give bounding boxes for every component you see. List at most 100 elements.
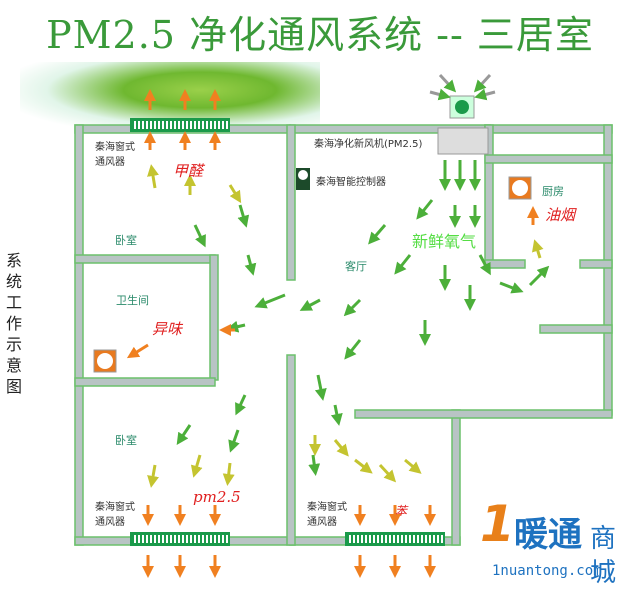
vent-slat — [198, 535, 200, 543]
vent-slat — [373, 535, 375, 543]
wall — [484, 124, 613, 134]
pollutant-oil-smoke: 油烟 — [545, 206, 576, 224]
vent-slat — [226, 535, 228, 543]
vent-slat — [393, 535, 395, 543]
vent-slat — [222, 535, 224, 543]
vent-slat — [150, 535, 152, 543]
vent-slat — [178, 535, 180, 543]
pollutant-benzene: 苯 — [395, 504, 408, 518]
vent-slat — [377, 535, 379, 543]
airflow-arrow — [333, 439, 349, 457]
wall — [484, 259, 526, 269]
vent-slat — [417, 535, 419, 543]
wall — [74, 377, 216, 387]
airflow-arrow — [235, 394, 247, 416]
airflow-arrow — [222, 462, 235, 486]
room-label-bedroom1: 卧室 — [115, 234, 137, 247]
vent-slat — [142, 121, 144, 129]
wall — [74, 124, 84, 546]
vent-slat — [166, 121, 168, 129]
airflow-arrow — [314, 374, 327, 401]
vent-slat — [190, 535, 192, 543]
window-vent-bl-label: 秦海窗式 通风器 — [95, 502, 135, 528]
airflow-arrow — [226, 320, 246, 333]
vent-slat — [190, 121, 192, 129]
vent-slat — [429, 535, 431, 543]
fresh-air-label: 新鲜氧气 — [412, 232, 477, 251]
vent-slat — [421, 535, 423, 543]
airflow-arrow — [532, 239, 544, 259]
airflow-arrow — [394, 254, 412, 275]
airflow-arrow — [228, 184, 242, 204]
vent-slat — [441, 535, 443, 543]
logo-name: 暖通 — [514, 515, 582, 555]
airflow-arrow — [308, 454, 321, 476]
page-title: PM2.5 净化通风系统 -- 三居室 — [46, 13, 594, 57]
airflow-arrow — [416, 199, 434, 220]
vent-slat — [222, 121, 224, 129]
vent-slat — [138, 535, 140, 543]
wall — [484, 154, 613, 164]
fresh-air-filter — [437, 127, 489, 155]
vent-slat — [206, 535, 208, 543]
fan-circle — [512, 180, 528, 196]
vent-slat — [178, 121, 180, 129]
airflow-arrow — [474, 88, 496, 101]
vent-slat — [146, 535, 148, 543]
vent-slat — [150, 121, 152, 129]
vent-slat — [206, 121, 208, 129]
airflow-arrow — [147, 464, 159, 488]
room-label-living: 客厅 — [345, 260, 367, 273]
airflow-arrow — [228, 429, 240, 453]
vent-slat — [134, 535, 136, 543]
airflow-arrow — [343, 298, 362, 317]
fan-icon — [455, 100, 469, 114]
vent-slat — [186, 121, 188, 129]
vent-slat — [162, 121, 164, 129]
airflow-arrow — [478, 254, 491, 276]
vent-slat — [202, 535, 204, 543]
vent-slat — [170, 121, 172, 129]
vent-slat — [146, 121, 148, 129]
window-vent-bm-label: 秦海窗式 通风器 — [307, 502, 347, 528]
room-label-kitchen: 厨房 — [542, 185, 564, 198]
fresh-air-unit-label: 秦海净化新风机(PM2.5) — [314, 139, 423, 150]
airflow-arrow — [354, 458, 373, 474]
side-label: 系统工作示意图 — [6, 251, 23, 396]
airflow-arrow — [499, 281, 524, 294]
vent-slat — [433, 535, 435, 543]
airflow-arrow — [473, 73, 492, 93]
airflow-arrow — [147, 164, 159, 189]
vent-slat — [162, 535, 164, 543]
vent-slat — [357, 535, 359, 543]
logo-shop: 商城 — [590, 524, 617, 588]
airflow-arrow — [237, 204, 250, 228]
wall — [539, 324, 613, 334]
airflow-arrow — [193, 224, 206, 248]
vent-slat — [425, 535, 427, 543]
vent-slat — [389, 535, 391, 543]
airflow-arrow — [429, 88, 451, 101]
wall — [74, 254, 216, 264]
airflow-arrow — [378, 463, 397, 483]
vent-slat — [202, 121, 204, 129]
vent-slat — [226, 121, 228, 129]
vent-slat — [409, 535, 411, 543]
vent-slat — [385, 535, 387, 543]
vent-slat — [170, 535, 172, 543]
fan-circle — [97, 353, 113, 369]
vent-slat — [218, 535, 220, 543]
vent-slat — [174, 121, 176, 129]
vent-slat — [198, 121, 200, 129]
vent-slat — [405, 535, 407, 543]
vent-slat — [158, 535, 160, 543]
vent-slat — [134, 121, 136, 129]
clock-face — [298, 170, 308, 180]
vent-slat — [365, 535, 367, 543]
pollutant-formaldehyde: 甲醛 — [173, 162, 204, 180]
vent-slat — [158, 121, 160, 129]
airflow-arrow — [330, 404, 343, 426]
wall — [451, 409, 461, 546]
vent-slat — [174, 535, 176, 543]
vent-slat — [138, 121, 140, 129]
